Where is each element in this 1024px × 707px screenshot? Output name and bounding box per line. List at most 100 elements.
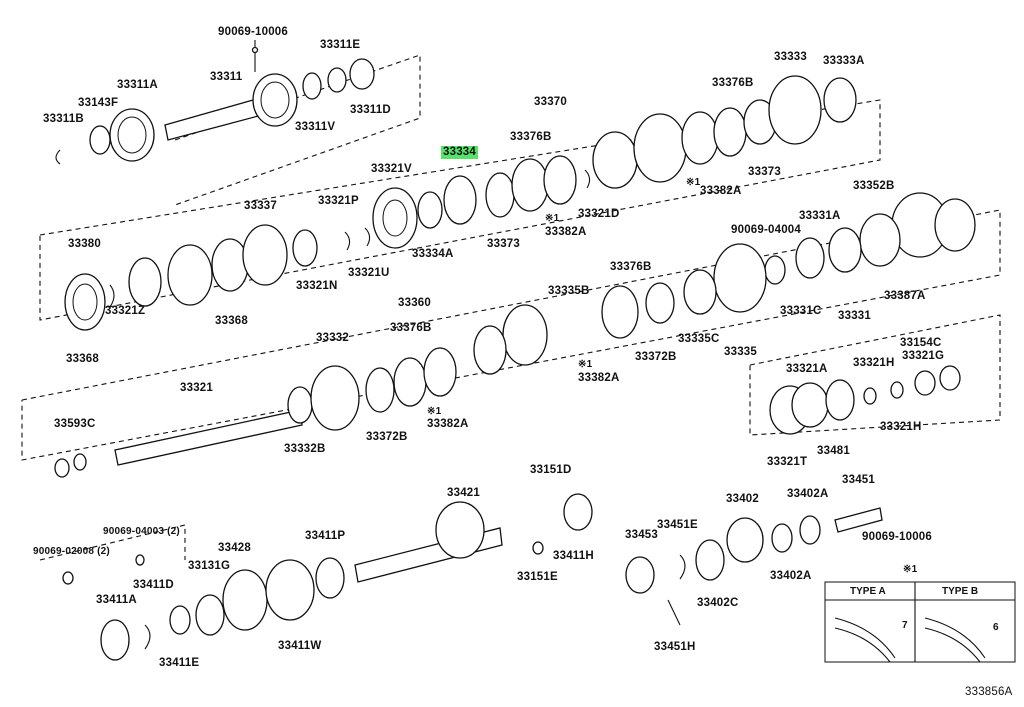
label-33333A[interactable]: 33333A [823, 55, 865, 67]
label-90069-10006-b[interactable]: 90069-10006 [862, 531, 932, 543]
label-33335C[interactable]: 33335C [678, 333, 720, 345]
label-33331[interactable]: 33331 [838, 310, 871, 322]
label-33372B-a[interactable]: 33372B [635, 351, 677, 363]
label-33321P[interactable]: 33321P [318, 195, 359, 207]
label-90069-04003[interactable]: 90069-04003 (2) [103, 526, 180, 537]
star-mark-a: ※1 [686, 177, 701, 188]
star-mark-b: ※1 [545, 213, 560, 224]
label-33154C[interactable]: 33154C [900, 337, 942, 349]
label-33321T[interactable]: 33321T [767, 456, 808, 468]
label-33311A[interactable]: 33311A [117, 79, 158, 91]
label-33451[interactable]: 33451 [842, 474, 875, 486]
label-33382A-mid[interactable]: 33382A [545, 226, 587, 238]
label-33321N[interactable]: 33321N [296, 280, 338, 292]
label-33368-a[interactable]: 33368 [215, 315, 248, 327]
star-mark-c: ※1 [578, 359, 593, 370]
label-33337[interactable]: 33337 [244, 200, 277, 212]
label-33321[interactable]: 33321 [180, 382, 213, 394]
label-33428[interactable]: 33428 [218, 542, 251, 554]
label-33370[interactable]: 33370 [534, 96, 567, 108]
label-33382A-d[interactable]: 33382A [427, 418, 469, 430]
label-33402C[interactable]: 33402C [697, 597, 739, 609]
type-inset [824, 581, 1016, 663]
label-33402A-b[interactable]: 33402A [770, 570, 812, 582]
label-33402[interactable]: 33402 [726, 493, 759, 505]
label-33453[interactable]: 33453 [625, 529, 658, 541]
label-33321U[interactable]: 33321U [348, 267, 390, 279]
label-33411A[interactable]: 33411A [96, 594, 137, 606]
synchronizer-row-2 [64, 224, 371, 331]
label-33451E[interactable]: 33451E [657, 519, 698, 531]
label-33334A[interactable]: 33334A [412, 248, 454, 260]
label-33387A[interactable]: 33387A [884, 290, 926, 302]
label-33332B[interactable]: 33332B [284, 443, 326, 455]
label-33421[interactable]: 33421 [447, 487, 480, 499]
label-33376B-c[interactable]: 33376B [610, 261, 652, 273]
label-33311D[interactable]: 33311D [350, 104, 391, 116]
label-33335B[interactable]: 33335B [548, 285, 590, 297]
label-33372B-b[interactable]: 33372B [366, 431, 408, 443]
label-90069-04004[interactable]: 90069-04004 [731, 224, 801, 236]
label-33382A-c[interactable]: 33382A [578, 372, 620, 384]
label-33373-mid[interactable]: 33373 [487, 238, 520, 250]
label-33335[interactable]: 33335 [724, 346, 757, 358]
label-33411H[interactable]: 33411H [553, 550, 594, 562]
label-33311[interactable]: 33311 [210, 71, 243, 83]
shift-parts [625, 507, 883, 626]
synchronizer-row-1 [372, 75, 976, 375]
label-33373-top[interactable]: 33373 [748, 166, 781, 178]
diagram-id: 333856A [965, 686, 1013, 698]
type-a-number: 7 [902, 620, 908, 631]
label-33411W[interactable]: 33411W [278, 640, 322, 652]
label-33382A-top[interactable]: 33382A [700, 185, 742, 197]
reverse-gear-group [769, 365, 961, 435]
label-33131G[interactable]: 33131G [188, 560, 231, 572]
label-33376B-d[interactable]: 33376B [390, 322, 432, 334]
type-a-title: TYPE A [850, 586, 886, 597]
label-33321G[interactable]: 33321G [902, 350, 945, 362]
label-33332[interactable]: 33332 [316, 332, 349, 344]
label-33376B-top[interactable]: 33376B [712, 77, 754, 89]
label-33334-highlighted[interactable]: 33334 [441, 146, 478, 159]
label-33311B[interactable]: 33311B [43, 113, 84, 125]
type-b-title: TYPE B [942, 586, 979, 597]
label-33321V[interactable]: 33321V [371, 163, 412, 175]
star-mark-inset: ※1 [903, 564, 918, 575]
label-33321H-b[interactable]: 33321H [880, 421, 922, 433]
label-33481[interactable]: 33481 [817, 445, 850, 457]
label-90069-10006-top[interactable]: 90069-10006 [218, 26, 288, 38]
label-33411E[interactable]: 33411E [159, 657, 200, 669]
label-33593C[interactable]: 33593C [54, 418, 96, 430]
label-33151E[interactable]: 33151E [517, 571, 558, 583]
label-90069-02008[interactable]: 90069-02008 (2) [33, 546, 110, 557]
output-shaft [54, 347, 457, 478]
label-33311E[interactable]: 33311E [320, 39, 361, 51]
label-33411P[interactable]: 33411P [305, 530, 346, 542]
label-33143F[interactable]: 33143F [78, 97, 119, 109]
label-33321A[interactable]: 33321A [786, 363, 828, 375]
label-33352B[interactable]: 33352B [853, 180, 895, 192]
label-33360[interactable]: 33360 [398, 297, 431, 309]
star-mark-d: ※1 [427, 406, 442, 417]
label-33331C[interactable]: 33331C [780, 305, 822, 317]
label-33333[interactable]: 33333 [774, 51, 807, 63]
input-shaft-parts [55, 40, 375, 165]
label-33402A-a[interactable]: 33402A [787, 488, 829, 500]
label-33151D[interactable]: 33151D [530, 464, 572, 476]
boundary-reverse-idler [39, 524, 186, 561]
reverse-idler-group [62, 493, 593, 661]
label-33368-b[interactable]: 33368 [66, 353, 99, 365]
label-33380[interactable]: 33380 [68, 238, 101, 250]
boundary-reverse-gear [749, 314, 1001, 436]
label-33451H[interactable]: 33451H [654, 641, 696, 653]
label-33321H-a[interactable]: 33321H [853, 357, 895, 369]
label-33376B-mid[interactable]: 33376B [510, 131, 552, 143]
label-33321D[interactable]: 33321D [578, 208, 620, 220]
type-b-number: 6 [993, 622, 999, 633]
label-33411D[interactable]: 33411D [133, 579, 174, 591]
label-33311V[interactable]: 33311V [295, 121, 336, 133]
label-33321Z[interactable]: 33321Z [105, 305, 146, 317]
label-33331A[interactable]: 33331A [799, 210, 841, 222]
